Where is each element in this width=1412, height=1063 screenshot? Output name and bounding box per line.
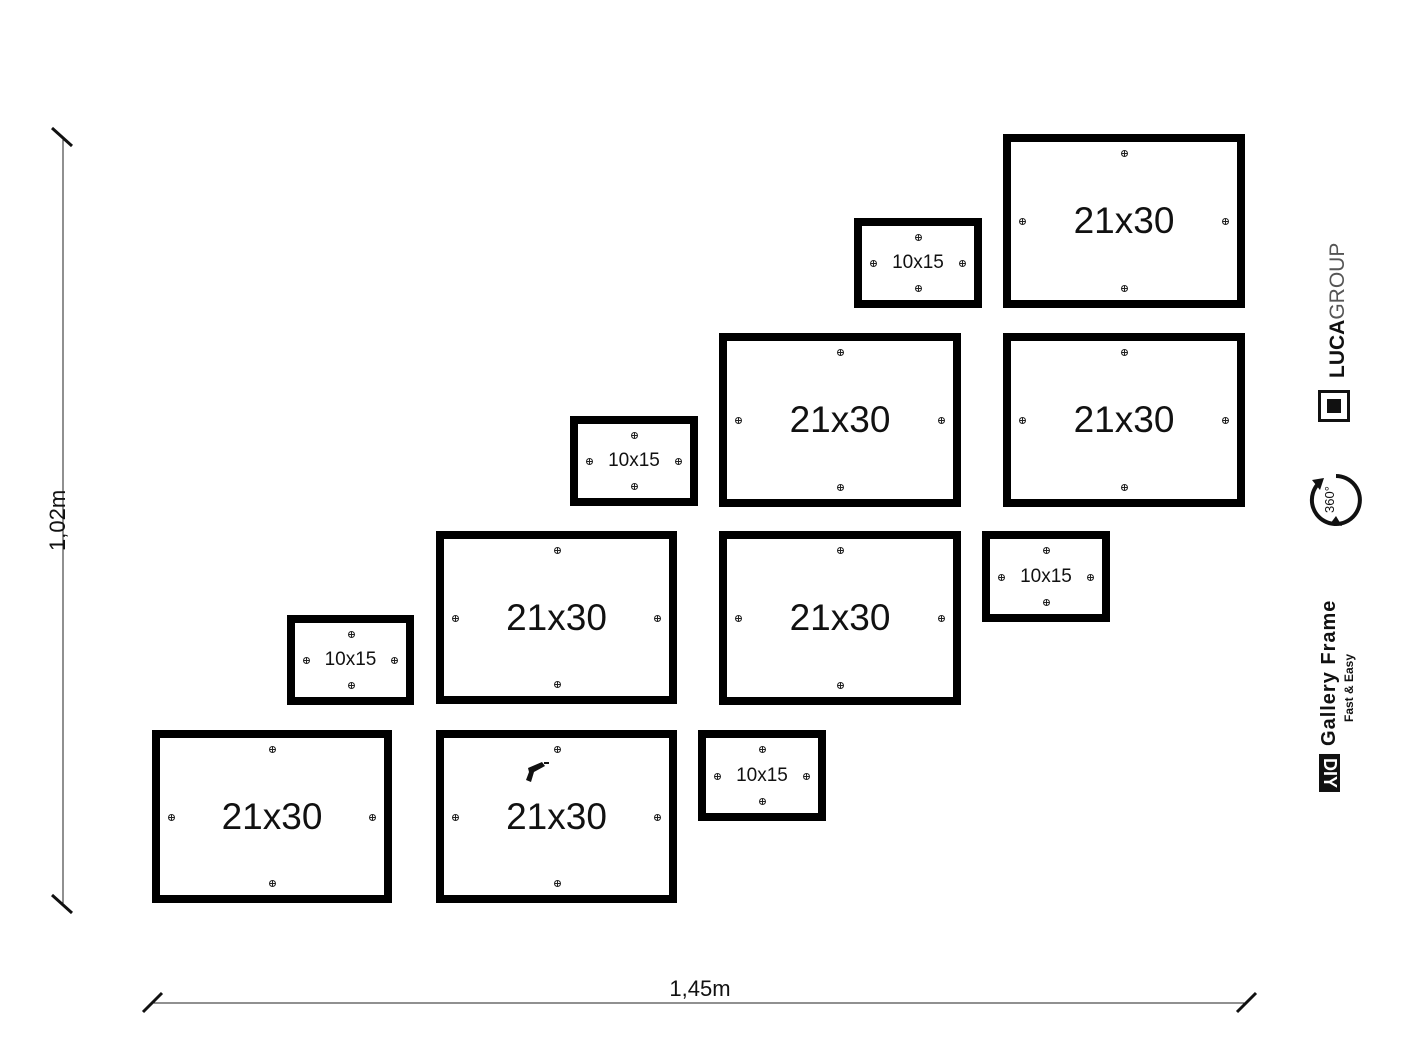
fast-easy-tagline: Fast & Easy [1342,653,1356,722]
hook-icon [837,682,844,689]
hook-icon [1222,417,1229,424]
hook-icon [654,614,661,622]
hook-icon [553,681,561,688]
hook-icon [675,458,682,465]
hook-icon [938,615,945,622]
rotate-360-icon [1309,474,1362,526]
height-label: 1,02m [45,489,70,551]
hook-icon [553,880,561,887]
luca-logo-icon [1318,390,1350,422]
hook-icon [452,813,459,821]
hook-icon [735,615,742,622]
hook-icon [837,484,844,491]
frame-size-label: 21x30 [1073,200,1175,241]
frame-size-label: 10x15 [736,764,788,786]
frame-10x15: 10x15 [698,730,826,821]
frame-size-label: 21x30 [506,795,607,837]
hook-icon [803,772,810,780]
hook-icon [915,285,922,292]
hook-icon [1121,484,1128,491]
hook-icon [1222,218,1229,225]
hook-icon [269,880,276,887]
hook-icon [553,746,561,753]
hook-icon [1121,349,1128,356]
hook-icon [1087,573,1094,581]
frame-size-label: 21x30 [221,795,323,837]
frame-21x30: 21x30 [719,531,961,705]
hook-icon [959,260,966,267]
hook-icon [369,813,376,821]
frame-size-label: 10x15 [608,450,660,471]
diy-badge: DIY [1319,753,1340,792]
frame-10x15: 10x15 [570,416,698,506]
hook-icon [938,417,945,424]
hook-icon [759,798,766,805]
hook-icon [631,432,638,439]
hook-icon [870,260,877,267]
hook-icon [586,458,593,465]
hook-icon [1121,285,1128,292]
frame-size-label: 21x30 [789,597,891,638]
hook-icon [1121,150,1128,157]
hook-icon [735,417,742,424]
width-label: 1,45m [669,976,731,1001]
hook-icon [1019,417,1026,424]
hook-icon [1043,547,1050,554]
frame-21x30: 21x30 [436,531,677,704]
gallery-frame-title: Gallery Frame [1318,599,1340,746]
frame-21x30: 21x30 [1003,134,1245,308]
hook-icon [452,614,459,622]
frame-size-label: 10x15 [1020,565,1072,587]
hook-icon [1043,599,1050,606]
height-tick-bottom [50,893,74,915]
hook-icon [347,682,355,689]
frame-21x30: 21x30 [152,730,392,903]
height-tick-top [50,126,74,148]
hook-icon [347,631,355,638]
frame-21x30: 21x30 [719,333,961,507]
hook-icon [837,349,844,356]
frame-size-label: 21x30 [506,596,607,638]
hook-icon [759,746,766,753]
hook-icon [303,657,310,664]
hook-icon [998,573,1005,581]
frame-10x15: 10x15 [854,218,982,308]
hook-icon [168,813,175,821]
rotate-360-label: 360° [1322,486,1337,513]
width-tick-left [141,991,164,1014]
frame-10x15: 10x15 [287,615,414,705]
frame-21x30: 21x30 [436,730,677,903]
luca-light-text: GROUP [1326,242,1349,320]
luca-group-logo: LUCAGROUP [1326,243,1350,378]
hook-icon [553,547,561,554]
diy-gallery-frame-brand: DIY Gallery Frame [1318,600,1341,792]
hook-icon [631,483,638,490]
width-tick-right [1235,991,1258,1014]
frame-10x15: 10x15 [982,531,1110,622]
hook-icon [269,746,276,753]
hook-icon [391,657,398,664]
hook-icon [915,234,922,241]
hook-icon [1019,218,1026,225]
frame-size-label: 10x15 [324,649,377,670]
frame-21x30: 21x30 [1003,333,1245,507]
hook-icon [714,772,721,780]
frame-size-label: 21x30 [1073,399,1175,440]
frame-size-label: 10x15 [892,252,944,273]
hook-icon [654,813,661,821]
hook-icon [837,547,844,554]
drill-icon [526,762,549,782]
frame-size-label: 21x30 [789,399,891,440]
luca-bold-text: LUCA [1326,319,1349,378]
